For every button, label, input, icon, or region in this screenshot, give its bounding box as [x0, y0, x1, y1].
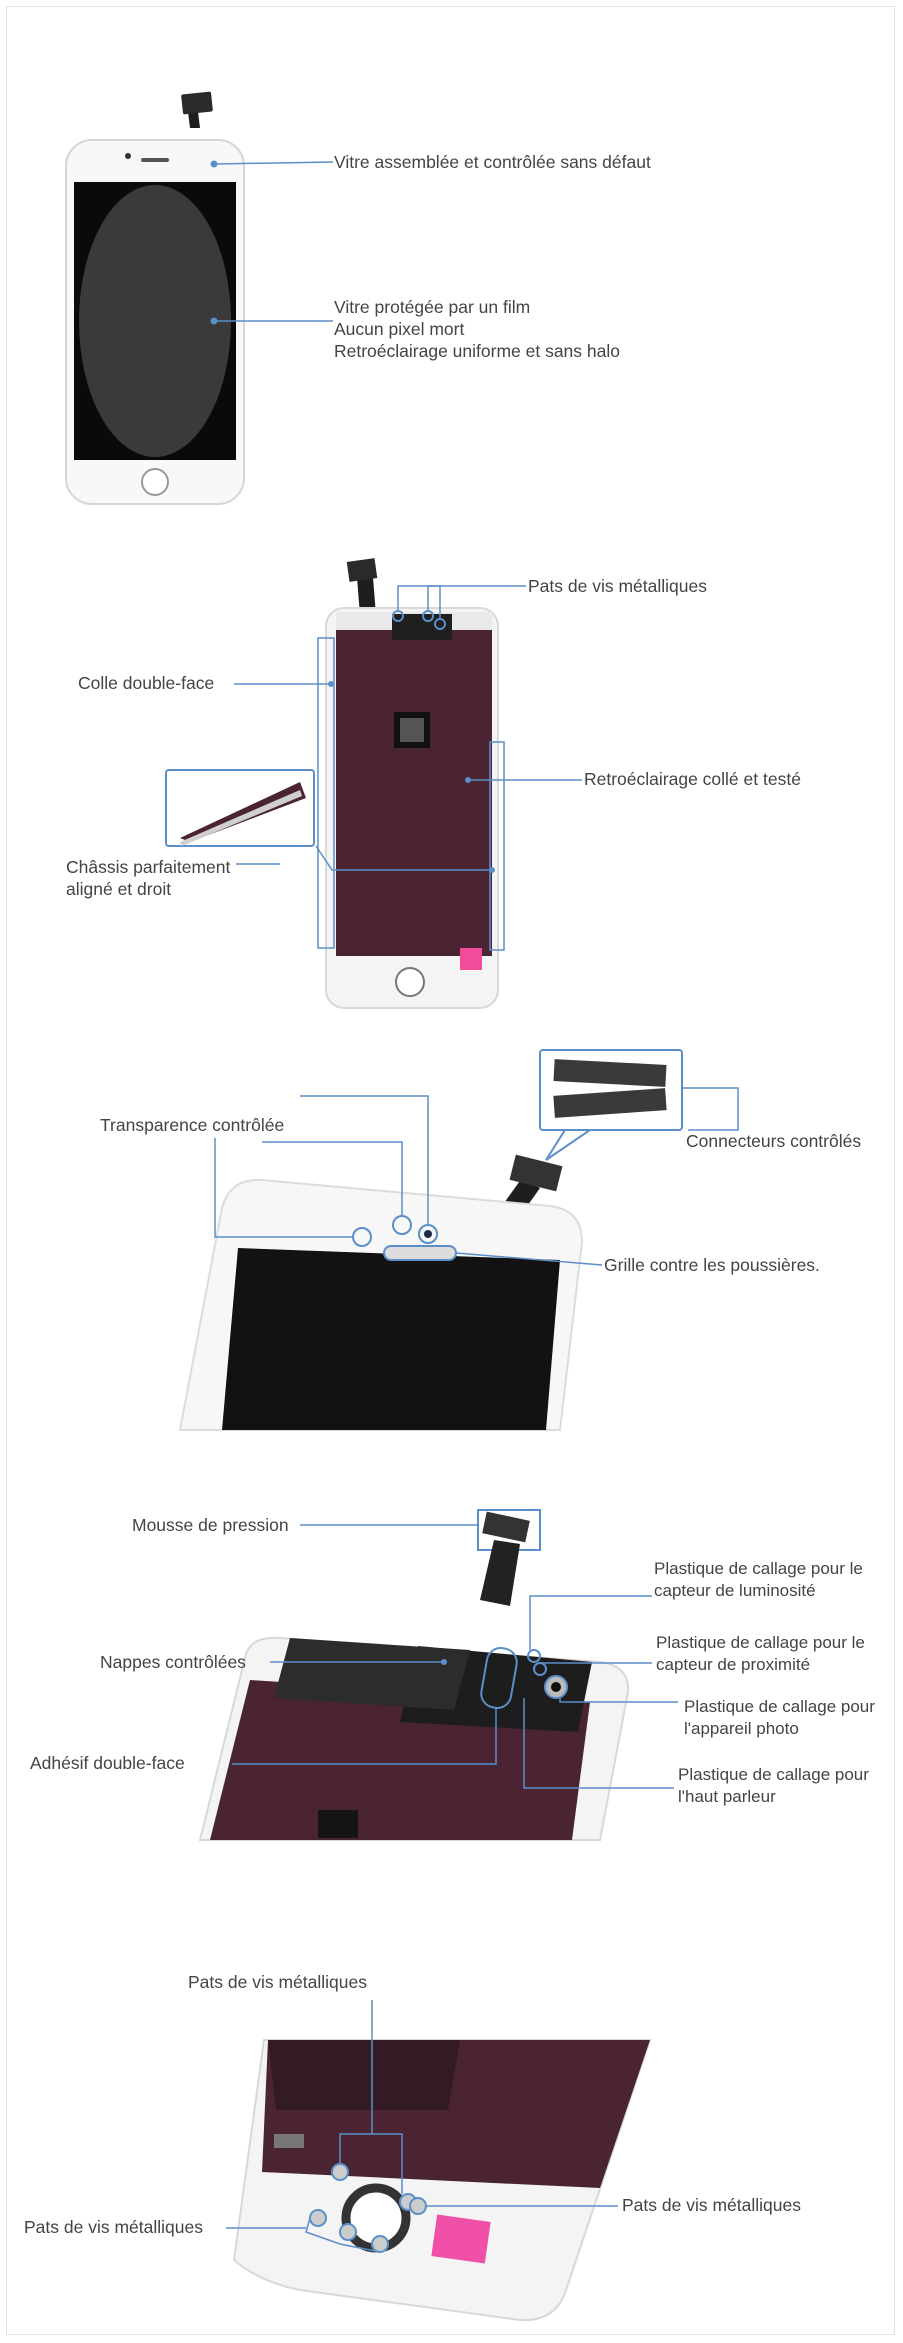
label-screws-right: Pats de vis métalliques: [622, 2195, 801, 2215]
label-connectors: Connecteurs contrôlés: [686, 1131, 862, 1151]
label-chassis-group: Châssis parfaitement aligné et droit: [66, 856, 230, 900]
phone-top-illustration: [178, 1049, 739, 1431]
phone-back-illustration: [165, 558, 582, 1009]
panel-top-sensors: Transparence contrôlée Connecteurs contr…: [0, 1010, 903, 1440]
label-camera-group: Plastique de callage pour l'appareil pho…: [684, 1696, 875, 1740]
label-cables-checked: Nappes contrôlées: [100, 1652, 246, 1672]
label-dust-grill: Grille contre les poussières.: [604, 1255, 820, 1275]
label-glass-assembled: Vitre assemblée et contrôlée sans défaut: [334, 152, 651, 172]
label-light-sensor-group: Plastique de callage pour le capteur de …: [654, 1558, 863, 1602]
label-prox-line2: capteur de proximité: [656, 1655, 811, 1674]
phone-front-illustration: [65, 91, 334, 505]
label-chassis-line2: aligné et droit: [66, 879, 172, 899]
phone-bottom-illustration: [226, 2000, 652, 2322]
label-speaker-group: Plastique de callage pour l'haut parleur: [678, 1764, 869, 1808]
panel-calibration-plastics: Mousse de pression Plastique de callage …: [0, 1440, 903, 1870]
phone-angled-illustration: [198, 1509, 678, 1841]
label-film-group: Vitre protégée par un film Aucun pixel m…: [334, 296, 620, 362]
label-backlight: Retroéclairage collé et testé: [584, 769, 801, 789]
label-screws-top: Pats de vis métalliques: [188, 1972, 367, 1992]
label-light-line2: capteur de luminosité: [654, 1581, 816, 1600]
label-speaker-line2: l'haut parleur: [678, 1787, 776, 1806]
label-film-line1: Vitre protégée par un film: [334, 297, 531, 317]
label-film-line2: Aucun pixel mort: [334, 319, 465, 339]
label-chassis-line1: Châssis parfaitement: [66, 857, 231, 877]
label-light-line1: Plastique de callage pour le: [654, 1559, 863, 1578]
page-frame: [6, 6, 895, 2335]
panel-front-glass: Vitre assemblée et contrôlée sans défaut…: [0, 0, 903, 520]
label-screws-left: Pats de vis métalliques: [24, 2217, 203, 2237]
label-transparency: Transparence contrôlée: [100, 1115, 285, 1135]
label-camera-line2: l'appareil photo: [684, 1719, 799, 1738]
panel-back-frame: Pats de vis métalliques Colle double-fac…: [0, 520, 903, 1010]
panel-bottom-screws: Pats de vis métalliques Pats de vis méta…: [0, 1870, 903, 2343]
label-film-line3: Retroéclairage uniforme et sans halo: [334, 341, 620, 361]
label-pressure-foam: Mousse de pression: [132, 1515, 289, 1535]
label-speaker-line1: Plastique de callage pour: [678, 1765, 869, 1784]
label-screws-top: Pats de vis métalliques: [528, 576, 707, 596]
label-camera-line1: Plastique de callage pour: [684, 1697, 875, 1716]
label-prox-line1: Plastique de callage pour le: [656, 1633, 865, 1652]
label-proximity-group: Plastique de callage pour le capteur de …: [656, 1632, 865, 1676]
label-double-sided-glue: Colle double-face: [78, 673, 215, 693]
label-double-sided-adhesive: Adhésif double-face: [30, 1753, 185, 1773]
